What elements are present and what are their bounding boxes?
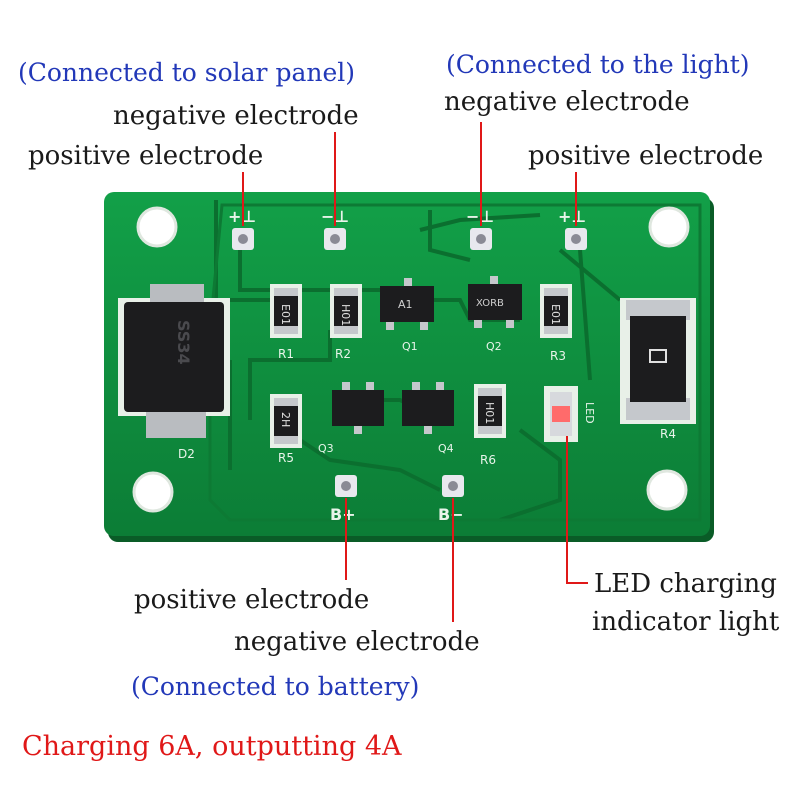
resistor-r5 <box>270 394 302 448</box>
transistor-q2 <box>468 276 522 328</box>
pad-hole <box>238 234 248 244</box>
r3-marking: E01 <box>549 304 562 325</box>
q4-silk: Q4 <box>438 442 454 455</box>
led-label-line1: LED charging <box>594 569 777 599</box>
q1-marking: A1 <box>398 298 413 311</box>
leader-lines <box>242 122 588 622</box>
mounting-hole-top-right <box>648 206 690 248</box>
pad-hole <box>341 481 351 491</box>
resistor-r1 <box>270 284 302 338</box>
d2-silk: D2 <box>178 447 195 461</box>
solar-positive-label: positive electrode <box>28 141 264 171</box>
transistor-q1 <box>380 278 434 330</box>
pad-hole <box>476 234 486 244</box>
battery-plus-silk: B+ <box>330 505 356 524</box>
led-indicator <box>552 406 570 422</box>
light-negative-label: negative electrode <box>444 87 690 117</box>
spec-note: Charging 6A, outputting 4A <box>22 731 402 762</box>
r4-mark <box>649 349 667 363</box>
solar-negative-label: negative electrode <box>113 101 359 131</box>
r6-silk: R6 <box>480 453 496 467</box>
light-plus-silk: +⊥ <box>558 207 586 226</box>
resistor-r6 <box>474 384 506 438</box>
r5-silk: R5 <box>278 451 294 465</box>
r3-silk: R3 <box>550 349 566 363</box>
resistor-r2 <box>330 284 362 338</box>
r6-marking: H01 <box>483 402 496 424</box>
pad-hole <box>448 481 458 491</box>
transistor-q4 <box>402 382 454 434</box>
mounting-hole-top-left <box>136 206 178 248</box>
light-positive-label: positive electrode <box>528 141 764 171</box>
diode-lead-top <box>150 284 204 306</box>
diode-d2 <box>124 302 224 412</box>
battery-minus-silk: B− <box>438 505 464 524</box>
solar-panel-note: (Connected to solar panel) <box>18 58 355 87</box>
diode-marking: SS34 <box>174 320 193 365</box>
r2-marking: H01 <box>339 304 352 326</box>
board-body <box>104 192 710 536</box>
light-note: (Connected to the light) <box>446 50 750 79</box>
r5-marking: 2H <box>279 412 292 427</box>
r2-silk: R2 <box>335 347 351 361</box>
q3-silk: Q3 <box>318 442 334 455</box>
battery-positive-label: positive electrode <box>134 585 370 615</box>
leader-led <box>566 436 588 584</box>
r1-marking: E01 <box>279 304 292 325</box>
q2-marking: XORB <box>476 298 504 309</box>
battery-note: (Connected to battery) <box>131 672 420 701</box>
r4-silk: R4 <box>660 427 676 441</box>
resistor-r3 <box>540 284 572 338</box>
r1-silk: R1 <box>278 347 294 361</box>
r4-cap-top <box>626 300 690 320</box>
resistor-r4 <box>630 316 686 402</box>
led-silk: LED <box>583 402 596 424</box>
diode-lead-bottom <box>146 408 206 438</box>
transistor-q3 <box>332 382 384 434</box>
q2-silk: Q2 <box>486 340 502 353</box>
r4-cap-bottom <box>626 398 690 420</box>
mounting-hole-bottom-right <box>646 469 688 511</box>
q1-silk: Q1 <box>402 340 418 353</box>
battery-negative-label: negative electrode <box>234 627 480 657</box>
pad-hole <box>571 234 581 244</box>
mounting-hole-bottom-left <box>132 471 174 513</box>
led-label-line2: indicator light <box>592 607 780 637</box>
pad-hole <box>330 234 340 244</box>
